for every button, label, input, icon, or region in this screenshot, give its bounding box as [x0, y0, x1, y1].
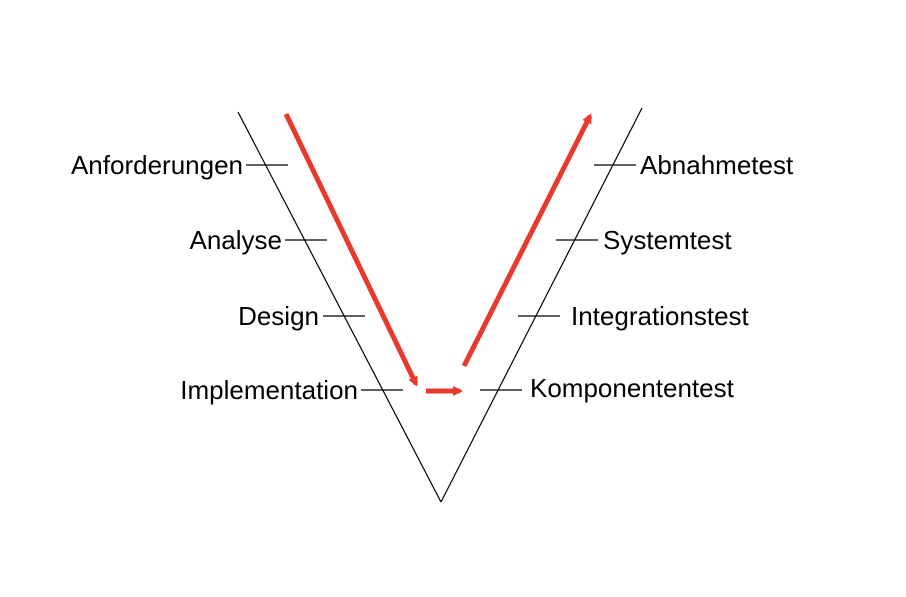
- up-arrow: [461, 113, 593, 368]
- label-design: Design: [238, 301, 319, 331]
- label-implementation: Implementation: [180, 375, 358, 405]
- v-left-arm: [237, 111, 442, 503]
- label-anforderungen: Anforderungen: [70, 150, 243, 180]
- v-right-arm: [440, 107, 643, 503]
- label-analyse: Analyse: [189, 225, 283, 255]
- label-abnahmetest: Abnahmetest: [640, 150, 794, 180]
- label-komponententest: Komponententest: [530, 373, 734, 403]
- down-arrow: [283, 112, 419, 387]
- label-integrationstest: Integrationstest: [571, 301, 749, 331]
- label-systemtest: Systemtest: [603, 225, 732, 255]
